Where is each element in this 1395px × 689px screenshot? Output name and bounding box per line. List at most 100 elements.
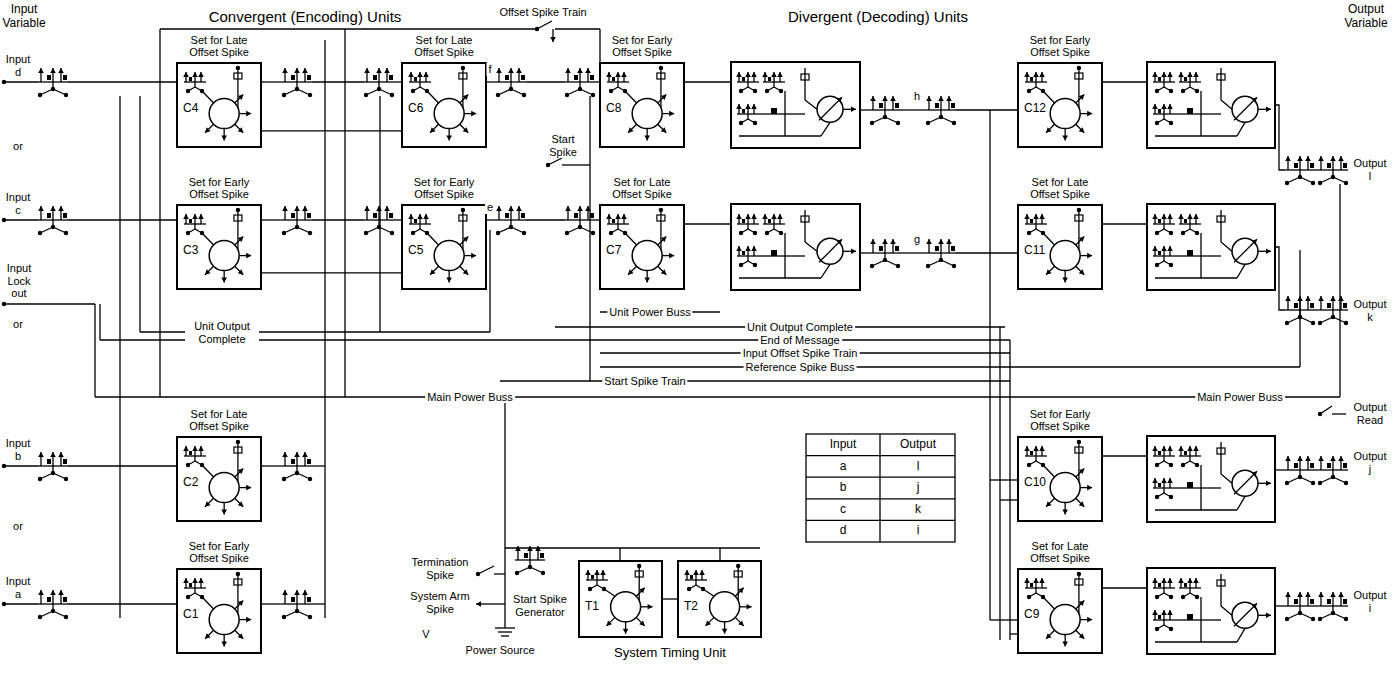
arrow-head [777, 72, 783, 77]
arrow-head [1338, 456, 1344, 461]
arrow-head [198, 446, 204, 451]
wire [1189, 456, 1190, 461]
wire [1189, 224, 1190, 229]
arrow-head [1167, 610, 1173, 615]
arrow-head [476, 601, 481, 607]
switch-line [1220, 68, 1221, 100]
decoder-box [1147, 436, 1275, 522]
wire [1163, 224, 1164, 229]
cell-gate [1343, 463, 1347, 468]
neuron-body [632, 241, 662, 271]
wire [119, 96, 120, 618]
switch-line [537, 21, 552, 29]
cell-gate [47, 597, 51, 602]
arrow-head [1297, 592, 1303, 597]
arrow-head [669, 111, 674, 117]
switch-box [1217, 216, 1225, 222]
junction-dot [565, 231, 569, 235]
arrow-head [550, 37, 556, 42]
junction-dot [1027, 595, 1031, 599]
wire [202, 233, 214, 245]
arrow-head [1046, 501, 1052, 507]
junction-dot [1195, 231, 1199, 235]
cell-gate [189, 451, 192, 455]
arrow-head [1285, 592, 1291, 597]
wire [526, 219, 565, 220]
junction-dot [1311, 481, 1315, 485]
switch-box [734, 571, 742, 577]
junction-dot [578, 225, 582, 229]
arrow-head [246, 617, 251, 623]
axis-heading: Input Variable [0, 3, 51, 31]
arrow-head [1251, 471, 1257, 477]
cell-gate [1158, 109, 1161, 113]
arrow-head [1193, 446, 1199, 451]
junction-dot [1155, 595, 1159, 599]
arrow-head [508, 206, 514, 211]
arrow-stem [1234, 239, 1257, 262]
decoder-box [1147, 204, 1275, 290]
arrow-head [294, 206, 300, 211]
arrow-head [38, 452, 44, 457]
wire [562, 164, 590, 165]
junction-dot [1331, 315, 1335, 319]
junction-dot [939, 258, 943, 262]
wire [773, 82, 774, 87]
wire [4, 81, 38, 82]
arrow-head [585, 68, 591, 73]
neuron-body [611, 592, 641, 622]
wire [4, 303, 95, 304]
arrow-head [423, 214, 429, 219]
arrow-head [302, 452, 308, 457]
cell-gate [63, 459, 67, 464]
neuron-body [209, 605, 239, 635]
cell-gate [189, 219, 192, 223]
cell-gate [574, 213, 578, 218]
unit-box: Set for Late Offset SpikeC6 [401, 62, 487, 148]
junction-dot [1077, 572, 1081, 576]
arrow-stem [460, 237, 468, 245]
wire [785, 135, 821, 136]
cell-gate [742, 109, 745, 113]
wire [1221, 606, 1232, 615]
cell-gate [935, 246, 939, 251]
junction-dot [509, 225, 513, 229]
arrow-head [577, 206, 583, 211]
junction-dot [1331, 475, 1335, 479]
junction-dot [236, 208, 240, 212]
wire [619, 548, 620, 560]
switch-box [1075, 215, 1083, 221]
arrow-head [1330, 296, 1336, 301]
arrow-head [738, 588, 744, 594]
group-name: System Timing Unit [612, 646, 728, 661]
arrow-head [1318, 592, 1324, 597]
junction-dot [295, 609, 299, 613]
junction-dot [609, 231, 613, 235]
wire [555, 28, 600, 29]
cell-gate [768, 77, 771, 81]
wire [625, 233, 637, 245]
section-heading: Divergent (Decoding) Units [786, 8, 970, 25]
arrow-head [50, 206, 56, 211]
wire [1010, 633, 1017, 634]
arrow-head [639, 588, 645, 594]
arrow-stem [235, 266, 243, 274]
junction-dot [1027, 89, 1031, 93]
junction-dot [1181, 463, 1185, 467]
wire [1201, 135, 1237, 136]
signal-name: Termination Spike [406, 556, 474, 581]
arrow-head [192, 72, 198, 77]
arrow-head [1062, 510, 1068, 515]
output-name: Output j [1350, 450, 1390, 475]
junction-dot [1344, 181, 1348, 185]
arrow-stem [205, 266, 213, 274]
arrow-head [198, 72, 204, 77]
section-heading: Convergent (Encoding) Units [207, 8, 404, 25]
arrow-head [183, 578, 189, 583]
cell-gate [1343, 599, 1347, 604]
arrow-head [192, 214, 198, 219]
arrow-stem [1076, 95, 1084, 103]
wire [805, 100, 817, 109]
cell-gate [879, 103, 883, 108]
unit-box: Set for Late Offset SpikeC4 [176, 62, 262, 148]
